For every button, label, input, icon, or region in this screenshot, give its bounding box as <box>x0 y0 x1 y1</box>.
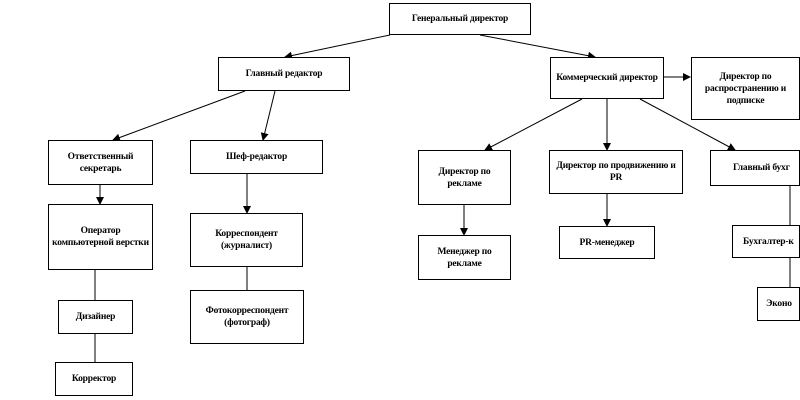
box-ad-director: Директор по рекламе <box>418 150 511 205</box>
box-designer: Дизайнер <box>58 300 133 334</box>
box-general-director: Генеральный директор <box>389 3 531 35</box>
box-chief-accountant: Главный бухг <box>710 150 800 186</box>
box-accountant: Бухгалтер-к <box>732 225 800 258</box>
box-layout-operator: Оператор компьютерной верстки <box>48 204 153 270</box>
box-distribution-director: Директор по распространению и подписке <box>691 57 800 120</box>
box-photo-correspondent: Фотокорреспондент (фотограф) <box>190 290 304 344</box>
box-commercial-director: Коммерческий директор <box>550 57 664 99</box>
box-proofreader: Корректор <box>55 362 133 396</box>
box-correspondent: Корреспондент (журналист) <box>190 213 303 267</box>
arrow-commercial-to-ad-director <box>484 98 583 151</box>
box-chief-editor: Главный редактор <box>218 57 350 91</box>
box-pr-manager: PR-менеджер <box>559 226 655 259</box>
arrow-chief-to-managing-editor <box>260 90 276 141</box>
box-managing-editor: Шеф-редактор <box>190 140 323 174</box>
box-economist: Эконо <box>757 287 800 321</box>
arrow-general-to-commercial <box>479 34 596 60</box>
arrow-chief-to-secretary <box>112 90 246 142</box>
arrow-commercial-to-accountant <box>639 98 736 151</box>
box-promo-director: Директор по продвижению и PR <box>549 150 683 194</box>
box-ad-manager: Менеджер по рекламе <box>418 235 511 280</box>
arrow-general-to-chief-editor <box>284 34 391 60</box>
box-executive-secretary: Ответственный секретарь <box>48 140 153 185</box>
